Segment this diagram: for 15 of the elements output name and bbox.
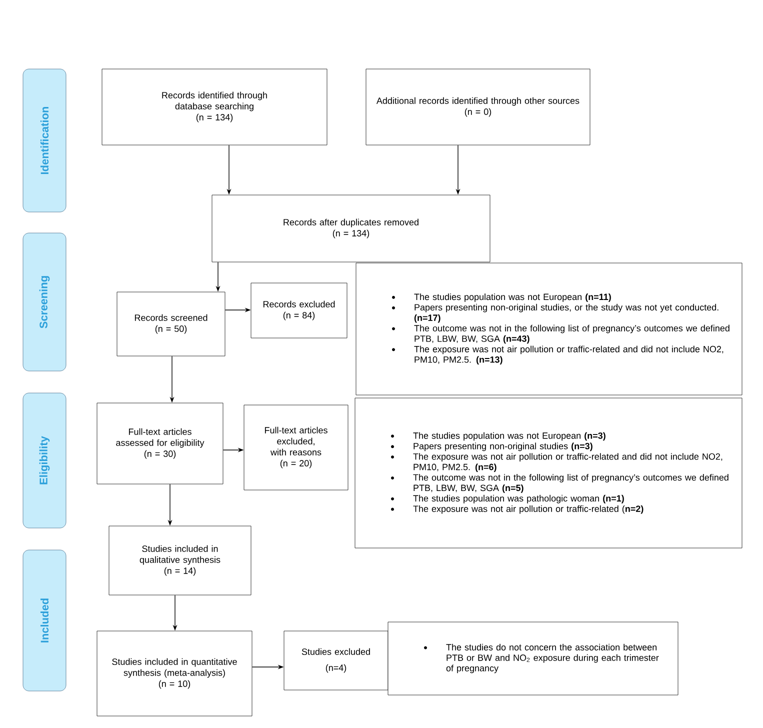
exclusion-reasons-box: The studies population was not European (n=3) Papers presenting non-original studies (n=3) The exposure was not air pollution or traffic-related and did not include NO2, PM10, PM2.5. (n=6) The outcome was not in the following list of pregnancy’s outcomes we defined PTB, LBW, BW, SGA (n=5) The studies population was pathologic woman (n=1) The exposure was not air pollution or traffic-related (n=2): [354, 398, 742, 548]
process-box: Records after duplicates removed (n = 134): [212, 194, 490, 262]
phase-label: Eligibility: [22, 392, 66, 528]
phase-label: Identification: [22, 68, 66, 212]
process-box: Full-text articles excluded, with reasons (n = 20): [244, 404, 348, 490]
process-box: Records excluded (n = 84): [250, 282, 348, 338]
process-box: Studies included in quantitative synthesis (meta-analysis) (n = 10): [96, 630, 252, 716]
process-box: Full-text articles assessed for eligibility (n = 30): [96, 402, 224, 484]
phase-label: Screening: [22, 232, 66, 372]
process-box: Studies included in qualitative synthesis (n = 14): [108, 526, 252, 596]
process-box: Records identified through database searching (n = 134): [102, 68, 328, 146]
process-box: Additional records identified through other sources (n = 0): [366, 68, 590, 146]
process-box: Records screened (n = 50): [116, 292, 226, 356]
process-box: Studies excluded (n=4): [284, 630, 388, 690]
phase-label: Included: [22, 550, 66, 692]
